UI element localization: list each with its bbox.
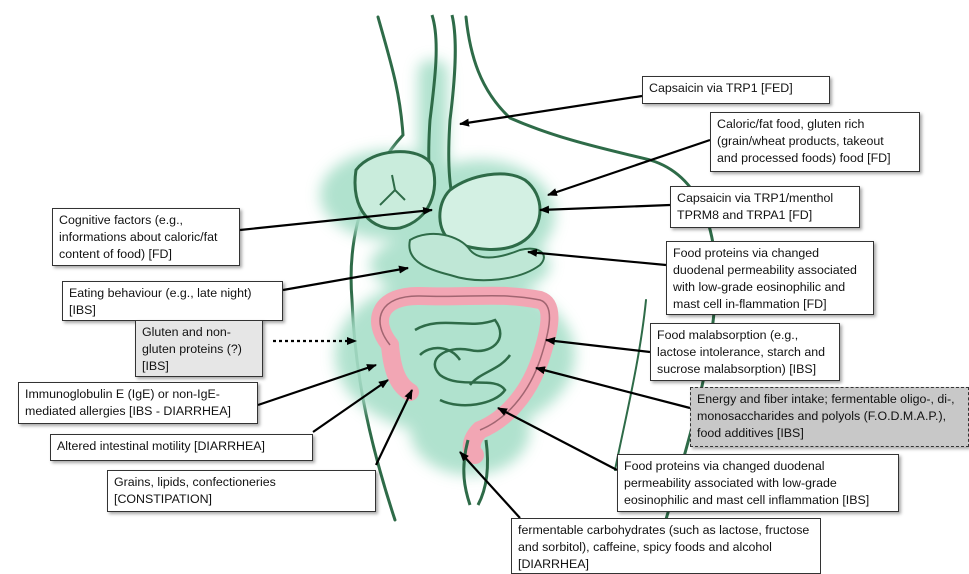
- label-eating-behaviour: Eating behaviour (e.g., late night) [IBS…: [62, 281, 283, 321]
- label-immunoglobulin: Immunoglobulin E (IgE) or non-IgE- media…: [18, 382, 258, 424]
- label-cognitive-factors: Cognitive factors (e.g., informations ab…: [52, 208, 240, 266]
- label-grains-lipids: Grains, lipids, confectioneries [CONSTIP…: [107, 470, 376, 512]
- label-food-proteins-ibs: Food proteins via changed duodenal perme…: [617, 454, 899, 512]
- label-energy-fiber: Energy and fiber intake; fermentable oli…: [690, 387, 969, 447]
- label-fermentable-carbs: fermentable carbohydrates (such as lacto…: [511, 518, 821, 574]
- label-caloric-fat-food: Caloric/fat food, gluten rich (grain/whe…: [710, 112, 920, 172]
- arrow-capsaicin-menthol: [540, 205, 670, 210]
- label-food-proteins-fd: Food proteins via changed duodenal perme…: [666, 241, 874, 315]
- label-capsaicin-menthol: Capsaicin via TRP1/menthol TPRM8 and TRP…: [670, 186, 860, 228]
- arrow-capsaicin-trp1: [460, 96, 642, 124]
- label-gluten: Gluten and non- gluten proteins (?) [IBS…: [135, 320, 263, 377]
- label-capsaicin-trp1: Capsaicin via TRP1 [FED]: [642, 76, 830, 104]
- label-food-malabsorption: Food malabsorption (e.g., lactose intole…: [650, 323, 840, 381]
- label-altered-motility: Altered intestinal motility [DIARRHEA]: [50, 434, 313, 461]
